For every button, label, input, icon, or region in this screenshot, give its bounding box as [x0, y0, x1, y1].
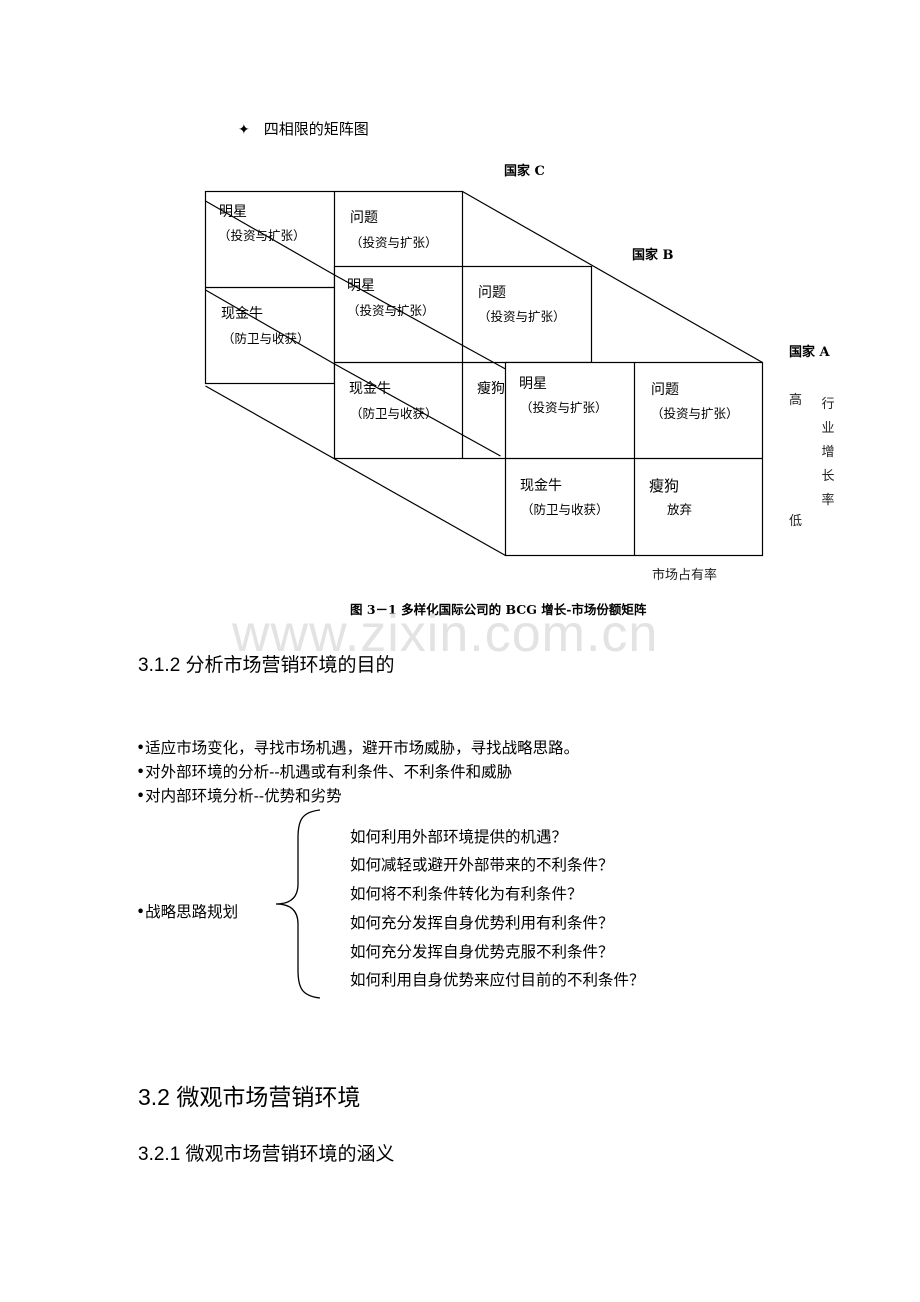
- b-star-title: 明星: [347, 278, 375, 294]
- a-cashcow-sub: （防卫与收获）: [521, 502, 609, 517]
- heading-3-2-1: 3.2.1 微观市场营销环境的涵义: [138, 1144, 395, 1165]
- c-question-title: 问题: [350, 210, 378, 226]
- figure-caption: 图 3－1 多样化国际公司的 BCG 增长-市场份额矩阵: [350, 602, 647, 617]
- b-cashcow-sub: （防卫与收获）: [350, 406, 438, 421]
- c-question-sub: （投资与扩张）: [350, 235, 438, 250]
- strategy-question-5: 如何充分发挥自身优势克服不利条件？: [350, 943, 614, 961]
- a-cashcow-title: 现金牛: [520, 478, 562, 494]
- strategy-question-2: 如何减轻或避开外部带来的不利条件？: [350, 856, 614, 874]
- matrix-heading: ✦ 四相限的矩阵图: [238, 118, 369, 139]
- matrix-heading-label: 四相限的矩阵图: [263, 120, 369, 138]
- strategy-question-3: 如何将不利条件转化为有利条件？: [350, 885, 583, 903]
- four-point-star-icon: ✦: [238, 122, 250, 138]
- c-star-sub: （投资与扩张）: [218, 228, 306, 243]
- heading-3-1-2: 3.1.2 分析市场营销环境的目的: [138, 655, 395, 676]
- axis-low-label: 低: [789, 514, 803, 529]
- c-cashcow-sub: （防卫与收获）: [222, 331, 310, 346]
- axis-y-label: 行业增长率: [821, 397, 835, 508]
- watermark: www.zixin.com.cn: [232, 605, 659, 663]
- bullet-3: •对内部环境分析--优势和劣势: [136, 787, 342, 805]
- c-star-title: 明星: [219, 204, 247, 220]
- a-question-title: 问题: [651, 382, 679, 398]
- a-dog-title: 瘦狗: [649, 477, 680, 495]
- a-star-title: 明星: [519, 376, 547, 392]
- b-star-sub: （投资与扩张）: [347, 303, 435, 318]
- strategy-question-4: 如何充分发挥自身优势利用有利条件？: [350, 914, 614, 932]
- country-a-label: 国家 A: [789, 345, 830, 360]
- strategy-label: •战略思路规划: [136, 903, 239, 921]
- bullet-1: •适应市场变化，寻找市场机遇，避开市场威胁，寻找战略思路。: [136, 739, 580, 757]
- strategy-question-1: 如何利用外部环境提供的机遇？: [350, 828, 568, 846]
- b-question-sub: （投资与扩张）: [478, 309, 566, 324]
- a-dog-sub: 放弃: [667, 502, 693, 517]
- heading-3-2: 3.2 微观市场营销环境: [138, 1084, 361, 1110]
- curly-brace-icon: [275, 809, 321, 999]
- axis-high-label: 高: [789, 393, 803, 408]
- country-b-label: 国家 B: [632, 248, 674, 263]
- country-c-label: 国家 C: [504, 164, 545, 179]
- b-question-title: 问题: [478, 285, 506, 301]
- bcg-matrix-diagram: [204, 190, 764, 557]
- c-cashcow-title: 现金牛: [221, 306, 263, 322]
- b-dog-title: 瘦狗: [477, 381, 505, 397]
- bullet-2: •对外部环境的分析--机遇或有利条件、不利条件和威胁: [136, 763, 513, 781]
- b-cashcow-title: 现金牛: [349, 381, 391, 397]
- strategy-question-6: 如何利用自身优势来应付目前的不利条件？: [350, 971, 645, 989]
- axis-x-label: 市场占有率: [652, 568, 718, 583]
- a-question-sub: （投资与扩张）: [651, 406, 739, 421]
- a-star-sub: （投资与扩张）: [520, 400, 608, 415]
